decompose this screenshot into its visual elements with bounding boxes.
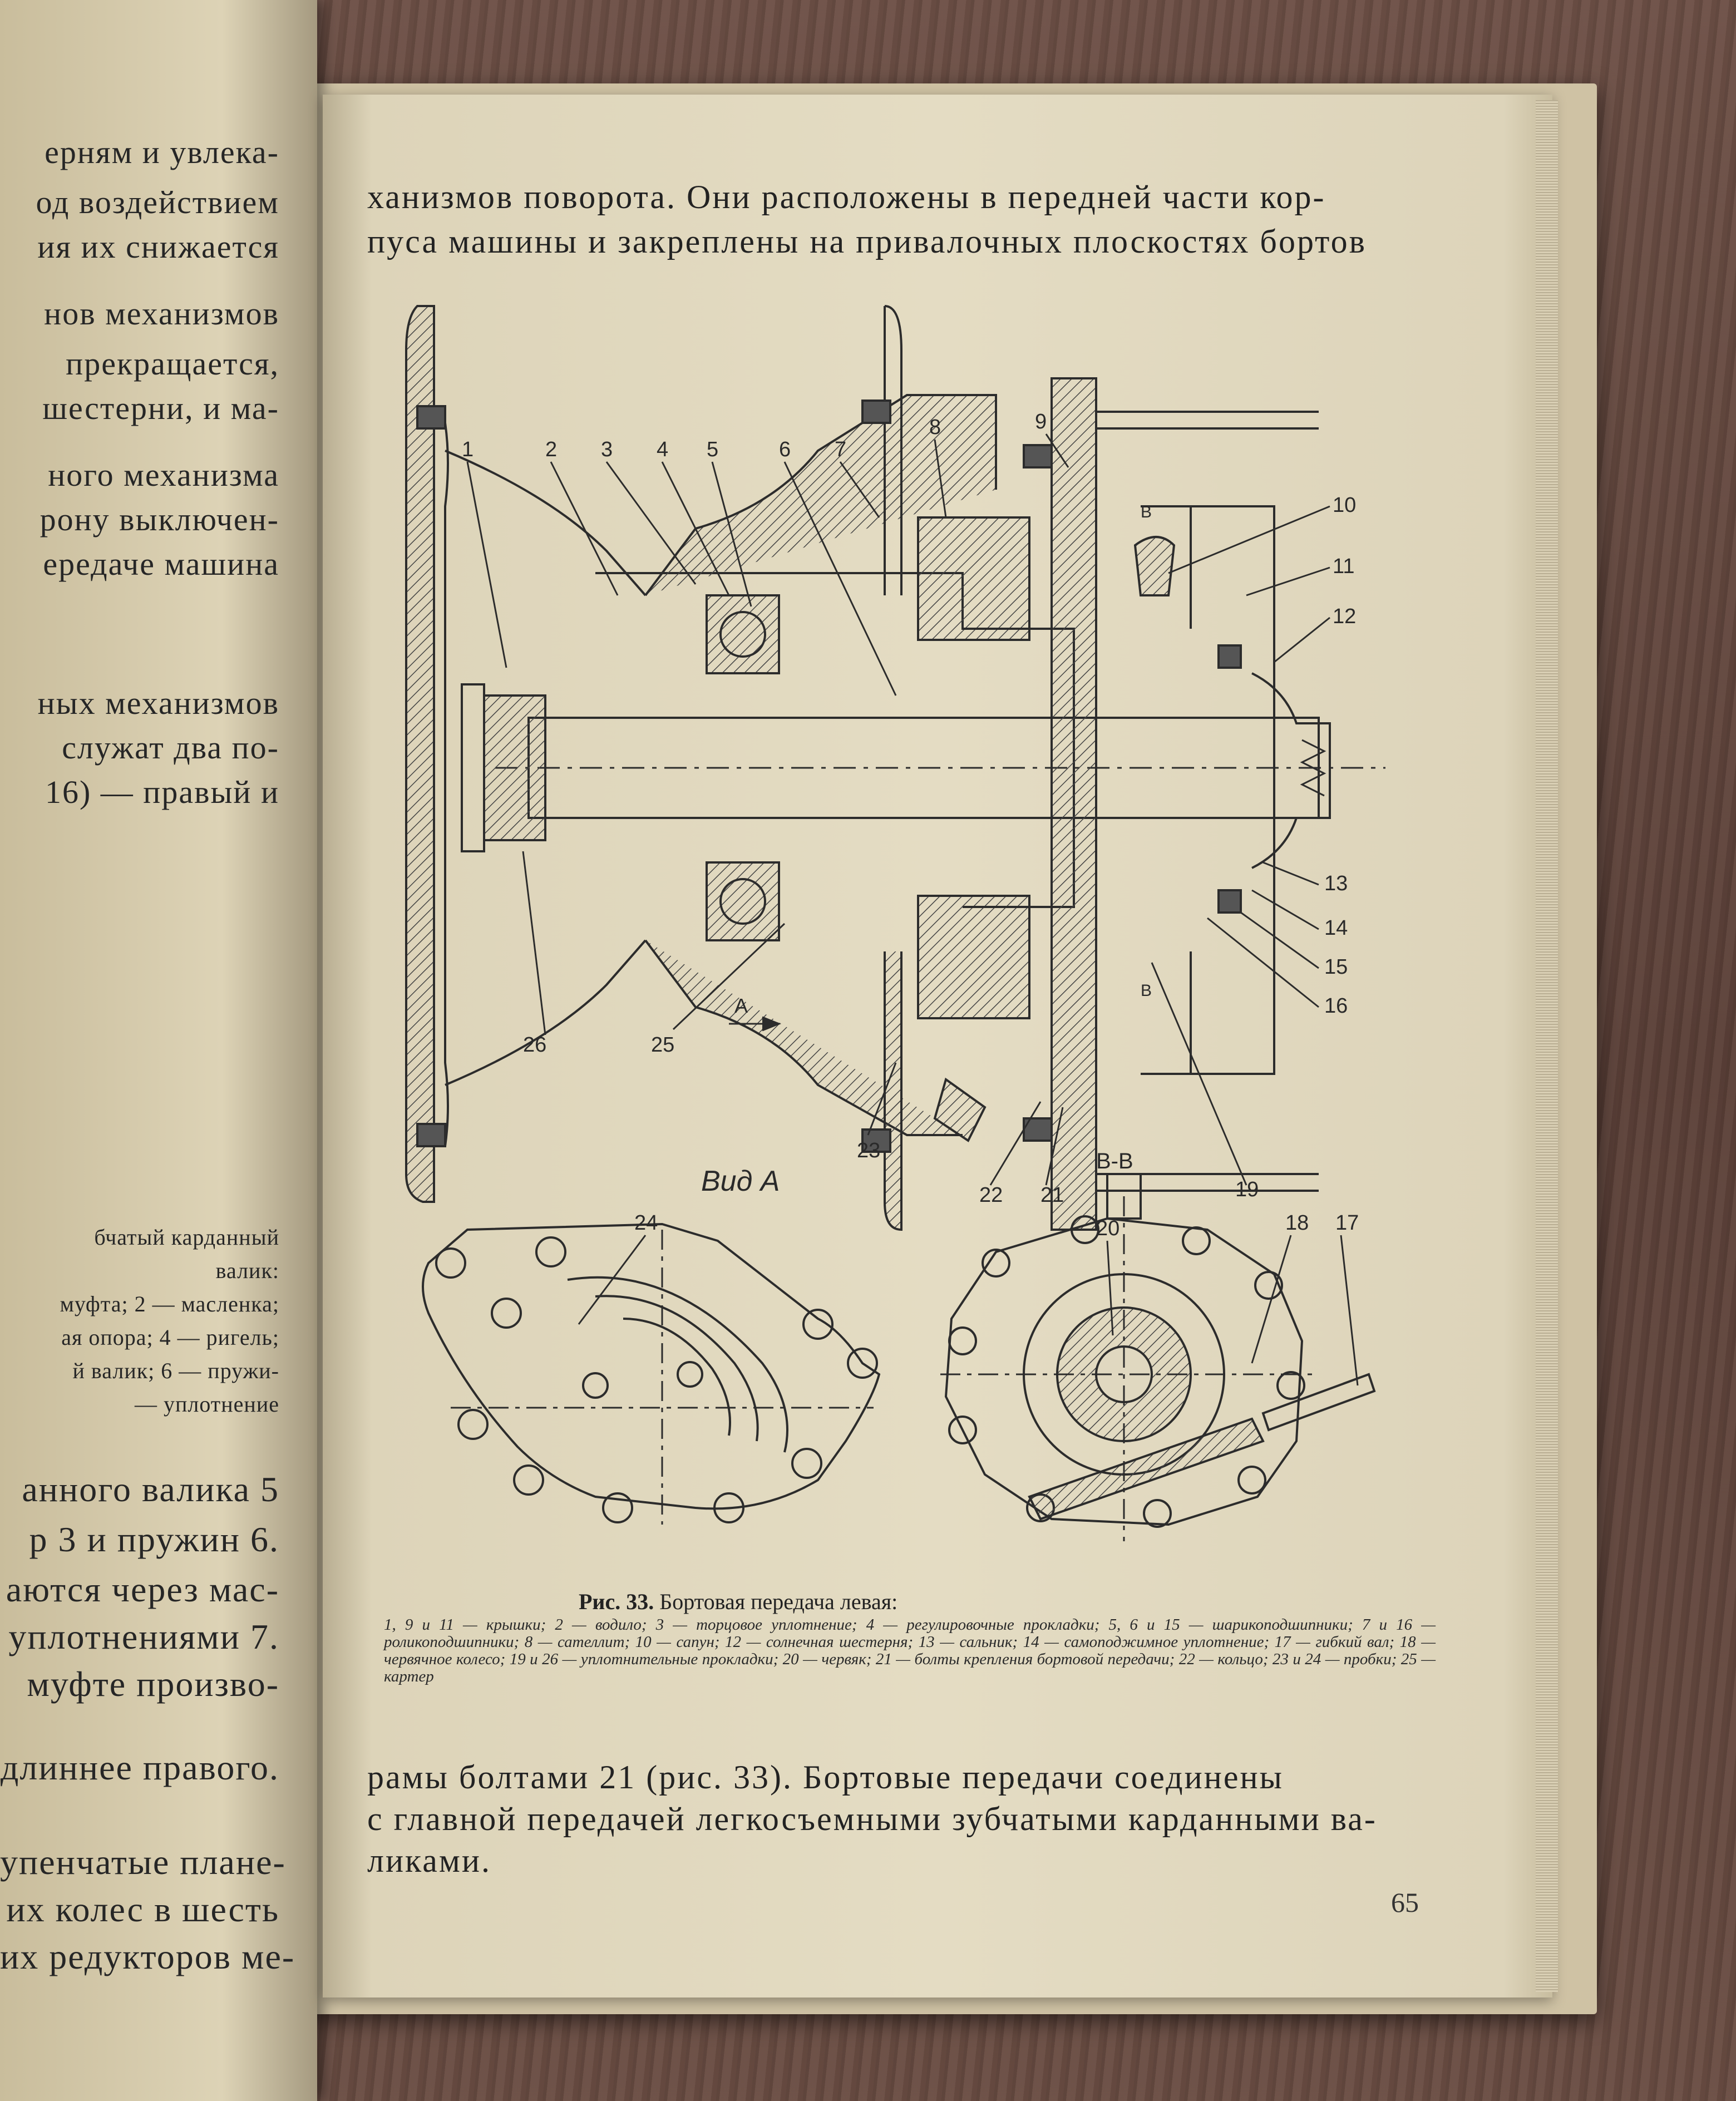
figure-label: Рис. 33. <box>579 1589 654 1614</box>
left-text-line: бчатый карданный <box>94 1225 279 1250</box>
callout-22: 22 <box>979 1183 1003 1207</box>
left-text-line: анного валика 5 <box>22 1469 279 1509</box>
section-mark-top: В <box>1141 503 1152 521</box>
callout-25: 25 <box>651 1033 674 1057</box>
section-bb-label: В-В <box>1096 1149 1133 1173</box>
left-text-line: упенчатые плане- <box>0 1842 286 1882</box>
left-text-line: р 3 и пружин 6. <box>29 1520 279 1559</box>
left-text-line: 16) — правый и <box>45 774 279 810</box>
callout-2: 2 <box>545 438 557 461</box>
gear-drawing: 1 2 3 4 5 6 7 8 9 10 11 12 13 14 15 16 1… <box>405 305 1385 1541</box>
left-text-line: ая опора; 4 — ригель; <box>61 1325 279 1350</box>
callout-10: 10 <box>1333 494 1356 517</box>
callout-24: 24 <box>634 1211 658 1235</box>
callout-14: 14 <box>1324 916 1348 940</box>
left-text-line: муфте произво- <box>27 1664 279 1704</box>
left-text-line: их редукторов ме- <box>0 1937 295 1976</box>
outro-text-line-3: ликами. <box>367 1842 492 1879</box>
left-text-line: — уплотнение <box>134 1392 279 1417</box>
callout-7: 7 <box>835 438 846 461</box>
left-text-line: ного механизма <box>48 457 279 493</box>
callout-17: 17 <box>1335 1211 1359 1235</box>
left-text-line: аются через мас- <box>6 1570 279 1609</box>
callout-26: 26 <box>523 1033 546 1057</box>
left-page: ерням и увлека- од воздействием ия их сн… <box>0 0 317 2101</box>
left-text-line: муфта; 2 — масленка; <box>60 1291 279 1316</box>
left-text-line: их колес в шесть <box>6 1890 279 1929</box>
page-edges <box>1536 100 1558 1992</box>
left-text-line: шестерни, и ма- <box>42 390 279 426</box>
callout-20: 20 <box>1096 1217 1119 1240</box>
callout-4: 4 <box>657 438 668 461</box>
callout-11: 11 <box>1333 555 1354 578</box>
outro-text-line-2: с главной передачей легкосъемными зубчат… <box>367 1801 1377 1837</box>
callout-16: 16 <box>1324 994 1348 1018</box>
left-text-line: од воздействием <box>36 184 279 220</box>
left-text-line: уплотнениями 7. <box>8 1617 279 1656</box>
callout-1: 1 <box>462 438 474 461</box>
outro-text-line-1: рамы болтами 21 (рис. 33). Бортовые пере… <box>367 1759 1284 1796</box>
callout-9: 9 <box>1035 410 1047 433</box>
intro-text-line-1: ханизмов поворота. Они расположены в пер… <box>367 179 1326 215</box>
figure-legend: 1, 9 и 11 — крышки; 2 — водило; 3 — торц… <box>384 1616 1436 1685</box>
left-text-line: нов механизмов <box>44 295 279 332</box>
callout-12: 12 <box>1333 605 1356 628</box>
callout-13: 13 <box>1324 872 1348 895</box>
view-a-label: Вид А <box>701 1165 780 1197</box>
callout-3: 3 <box>601 438 613 461</box>
left-text-line: ередаче машина <box>43 546 279 582</box>
left-text-line: ерням и увлека- <box>45 134 279 170</box>
left-text-line: ных механизмов <box>37 685 279 721</box>
callout-6: 6 <box>779 438 791 461</box>
left-text-line: прекращается, <box>66 346 279 382</box>
left-text-line: й валик; 6 — пружи- <box>72 1358 279 1383</box>
page-number: 65 <box>1391 1887 1419 1918</box>
callout-5: 5 <box>707 438 718 461</box>
callout-21: 21 <box>1040 1183 1064 1207</box>
intro-text-line-2: пуса машины и закреплены на привалочных … <box>367 223 1367 260</box>
left-text-line: рону выключен- <box>40 501 279 537</box>
arrow-label: А <box>734 994 748 1017</box>
figure-title: Бортовая передача левая: <box>659 1589 898 1614</box>
callout-18: 18 <box>1285 1211 1309 1235</box>
callout-23: 23 <box>857 1139 880 1162</box>
callout-8: 8 <box>929 416 941 439</box>
section-mark-bottom: В <box>1141 982 1152 1000</box>
figure-caption: Рис. 33. Бортовая передача левая: <box>579 1589 897 1615</box>
callout-15: 15 <box>1324 955 1348 979</box>
left-text-line: ия их снижается <box>37 229 279 265</box>
left-text-line: служат два по- <box>62 729 279 766</box>
left-text-line: валик: <box>215 1258 279 1283</box>
callout-19: 19 <box>1235 1178 1259 1201</box>
left-text-line: длиннее правого. <box>0 1748 279 1787</box>
